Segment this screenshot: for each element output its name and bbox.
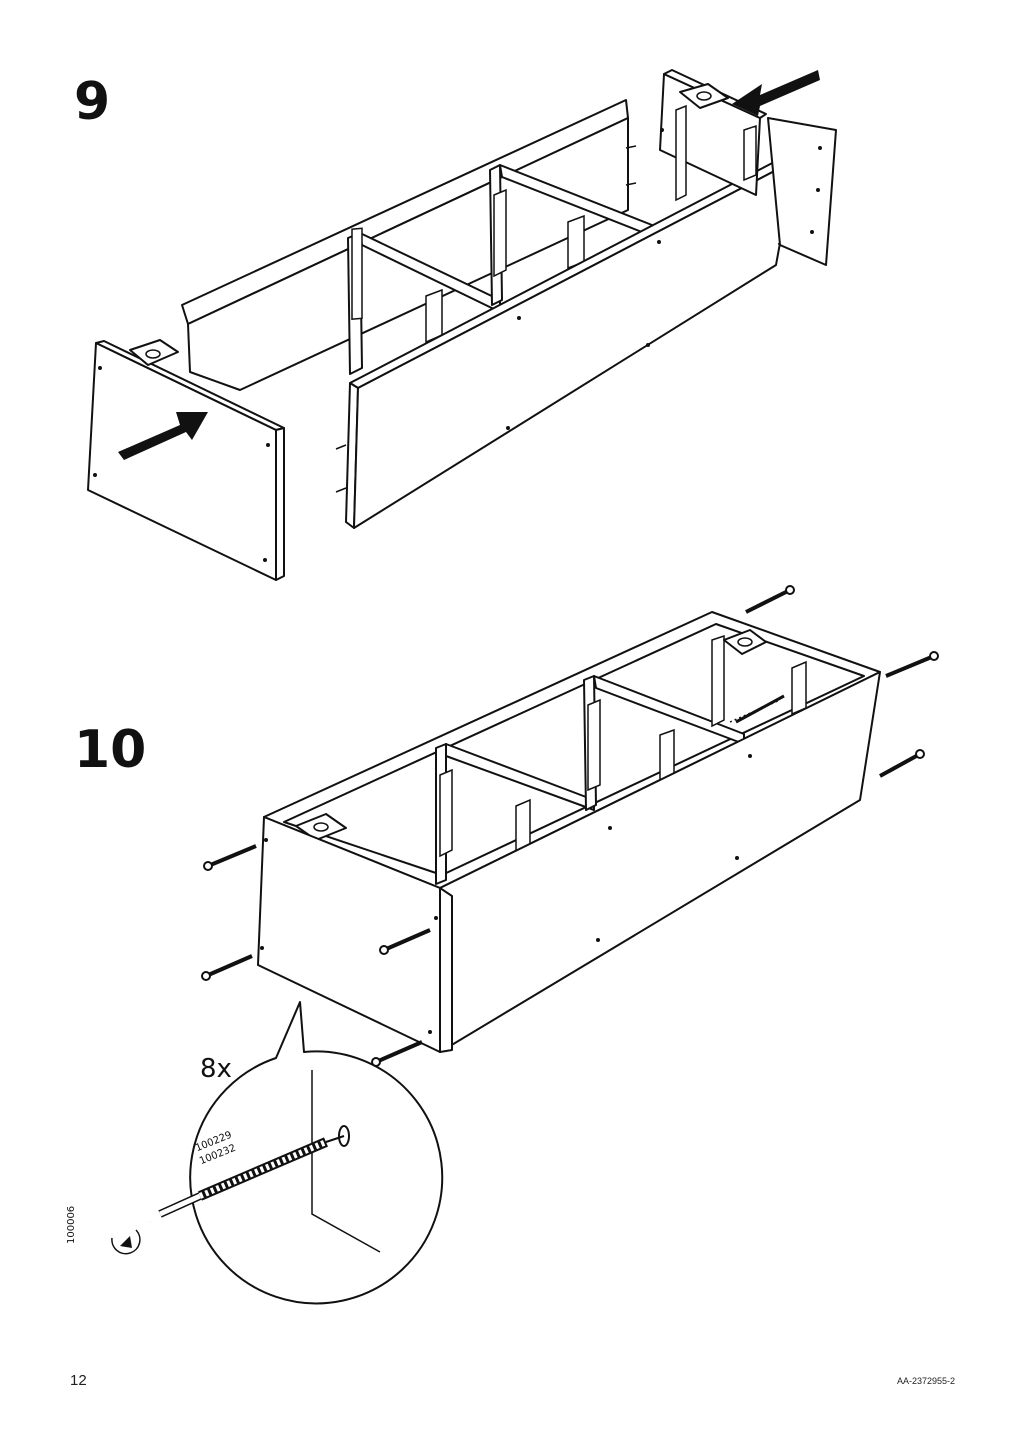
carcass-left-side bbox=[257, 816, 441, 1053]
right-side-bracket bbox=[679, 83, 729, 109]
screw-icon bbox=[371, 1040, 423, 1067]
arrow-icon bbox=[118, 412, 208, 460]
screw-icon bbox=[158, 1125, 350, 1218]
document-code: AA-2372955-2 bbox=[897, 1376, 956, 1386]
left-side-bracket bbox=[129, 339, 179, 366]
divider-left bbox=[347, 227, 501, 375]
arrow-icon bbox=[732, 70, 820, 116]
right-side-panel bbox=[767, 117, 837, 266]
step-9-illustration bbox=[87, 69, 837, 581]
screw-icon bbox=[745, 585, 795, 614]
screw-icon bbox=[201, 954, 253, 981]
screw-icon bbox=[879, 749, 925, 778]
allen-key-icon bbox=[99, 1124, 151, 1255]
detail-callout bbox=[189, 1001, 444, 1305]
step-10-illustration bbox=[98, 585, 939, 1305]
tool-number: 100006 bbox=[66, 1205, 77, 1244]
divider-right bbox=[489, 164, 653, 306]
screw-icon bbox=[203, 844, 257, 871]
step-number-9: 9 bbox=[74, 72, 111, 132]
screw-icon bbox=[885, 651, 939, 678]
rotate-arrow-icon bbox=[111, 1229, 141, 1255]
page-number: 12 bbox=[70, 1372, 87, 1389]
quantity-label: 8x bbox=[200, 1054, 232, 1084]
step-number-10: 10 bbox=[74, 720, 147, 780]
bracket-right bbox=[723, 629, 767, 655]
screw-icon bbox=[735, 694, 785, 724]
screw-icon bbox=[379, 928, 431, 955]
